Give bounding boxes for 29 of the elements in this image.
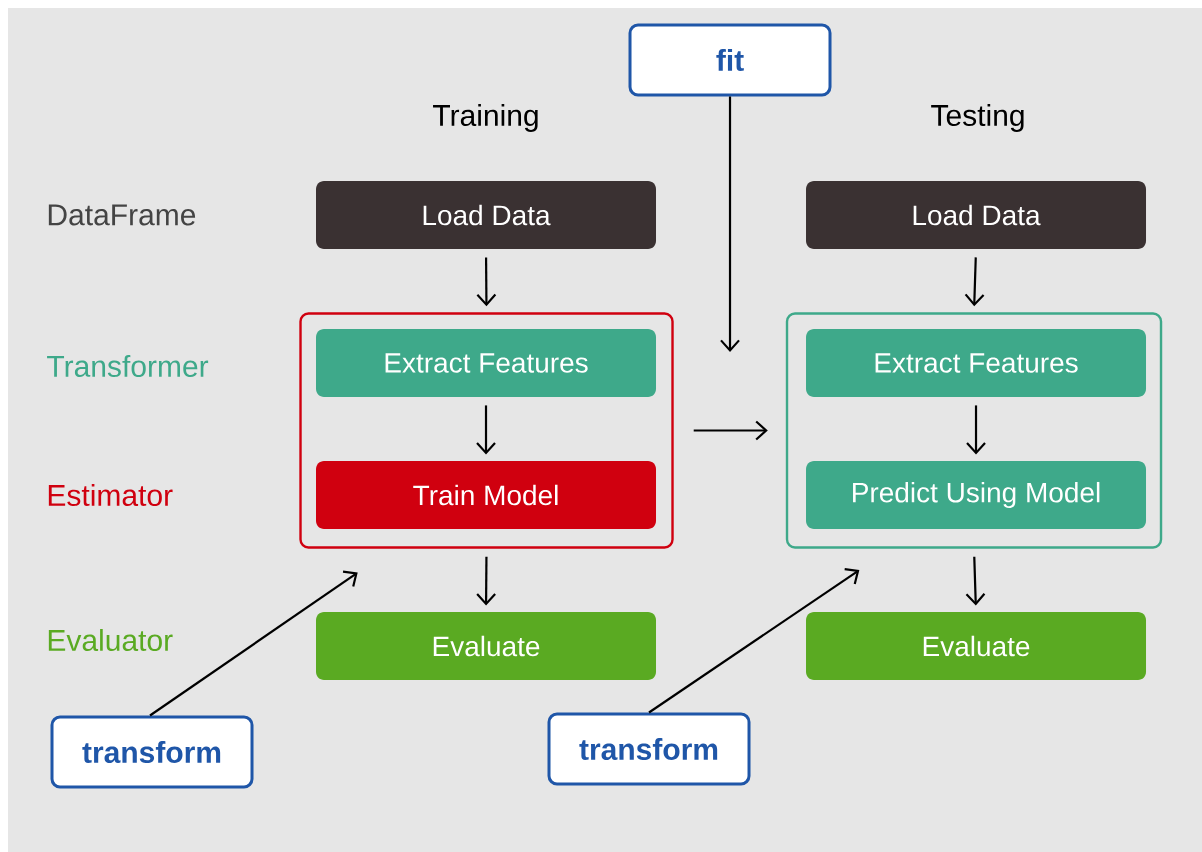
command-box: fit bbox=[628, 23, 832, 97]
command-box: transform bbox=[50, 715, 254, 789]
row-label: Testing bbox=[931, 104, 1024, 132]
group-frame bbox=[299, 312, 674, 549]
process-box: Extract Features bbox=[806, 329, 1146, 397]
arrow bbox=[720, 96, 740, 352]
process-box: Load Data bbox=[316, 181, 656, 249]
group-frame bbox=[785, 312, 1163, 549]
process-box: Extract Features bbox=[316, 329, 656, 397]
arrow bbox=[149, 570, 358, 717]
arrow bbox=[966, 405, 986, 455]
process-box: Predict Using Model bbox=[806, 461, 1146, 529]
row-label: Estimator bbox=[48, 484, 173, 506]
process-box: Evaluate bbox=[316, 612, 656, 680]
command-box: transform bbox=[547, 712, 751, 786]
arrow bbox=[476, 257, 497, 307]
row-label: Training bbox=[433, 104, 538, 132]
process-box: Train Model bbox=[316, 461, 656, 529]
arrow bbox=[964, 257, 985, 307]
process-box: Load Data bbox=[806, 181, 1146, 249]
row-label: Evaluator bbox=[48, 629, 173, 651]
arrow bbox=[476, 556, 496, 606]
arrow bbox=[476, 405, 496, 455]
process-box: Evaluate bbox=[806, 612, 1146, 680]
arrow bbox=[648, 568, 860, 714]
row-label: Transformer bbox=[47, 355, 209, 377]
arrow bbox=[965, 556, 986, 606]
arrow bbox=[693, 420, 768, 441]
row-label: DataFrame bbox=[48, 204, 196, 226]
